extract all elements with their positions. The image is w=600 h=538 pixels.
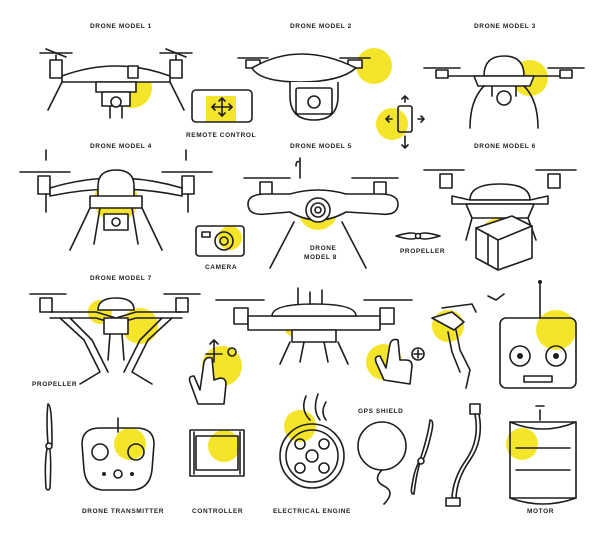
drone-model-4-icon <box>19 149 213 251</box>
hand-gesture-icon-right <box>366 338 425 385</box>
drone-model-8-icon <box>243 157 399 269</box>
drone-model-7-icon <box>29 293 201 385</box>
cable-icon <box>445 403 482 507</box>
propeller-icon <box>395 232 441 240</box>
label-drone-model-4: DRONE MODEL 4 <box>90 143 152 150</box>
label-electrical-engine: ELECTRICAL ENGINE <box>273 508 351 515</box>
label-gps-shield: GPS SHIELD <box>358 408 404 415</box>
electrical-engine-icon <box>279 393 345 489</box>
remote-control-phone-icon <box>191 89 253 123</box>
label-drone-transmitter: DRONE TRANSMITTER <box>82 508 165 515</box>
controller-chip-icon <box>189 429 245 477</box>
label-drone-model-8-line2: MODEL 8 <box>304 254 337 261</box>
label-propeller-1: PROPELLER <box>400 248 446 255</box>
label-camera: CAMERA <box>205 264 238 271</box>
label-controller: CONTROLLER <box>192 508 244 515</box>
center-drone-icon <box>215 287 413 365</box>
label-remote-control: REMOTE CONTROL <box>186 132 257 139</box>
label-drone-model-6: DRONE MODEL 6 <box>474 143 536 150</box>
drone-model-3-icon <box>423 55 585 129</box>
label-propeller-2: PROPELLER <box>32 381 78 388</box>
label-drone-model-5: DRONE MODEL 5 <box>290 143 352 150</box>
label-drone-model-7: DRONE MODEL 7 <box>90 275 152 282</box>
label-drone-model-3: DRONE MODEL 3 <box>474 23 536 30</box>
label-drone-model-8-line1: DRONE <box>310 245 337 252</box>
label-drone-model-1: DRONE MODEL 1 <box>90 23 152 30</box>
hand-gesture-icon-left <box>188 339 242 405</box>
propeller-slim-icon <box>410 419 434 495</box>
robot-arm-icon <box>431 293 505 389</box>
drone-model-6-icon <box>423 169 577 271</box>
drone-model-1-icon <box>39 48 193 119</box>
rc-transmitter-icon <box>499 280 577 389</box>
label-motor: MOTOR <box>527 508 555 515</box>
propeller-tall-icon <box>44 403 53 491</box>
gps-shield-icon <box>357 421 407 505</box>
drone-transmitter-icon <box>81 417 155 491</box>
tilt-phone-icon <box>376 95 425 149</box>
label-drone-model-2: DRONE MODEL 2 <box>290 23 352 30</box>
camera-icon <box>195 225 245 257</box>
drone-model-2-icon <box>237 48 392 121</box>
motor-icon <box>506 405 577 505</box>
